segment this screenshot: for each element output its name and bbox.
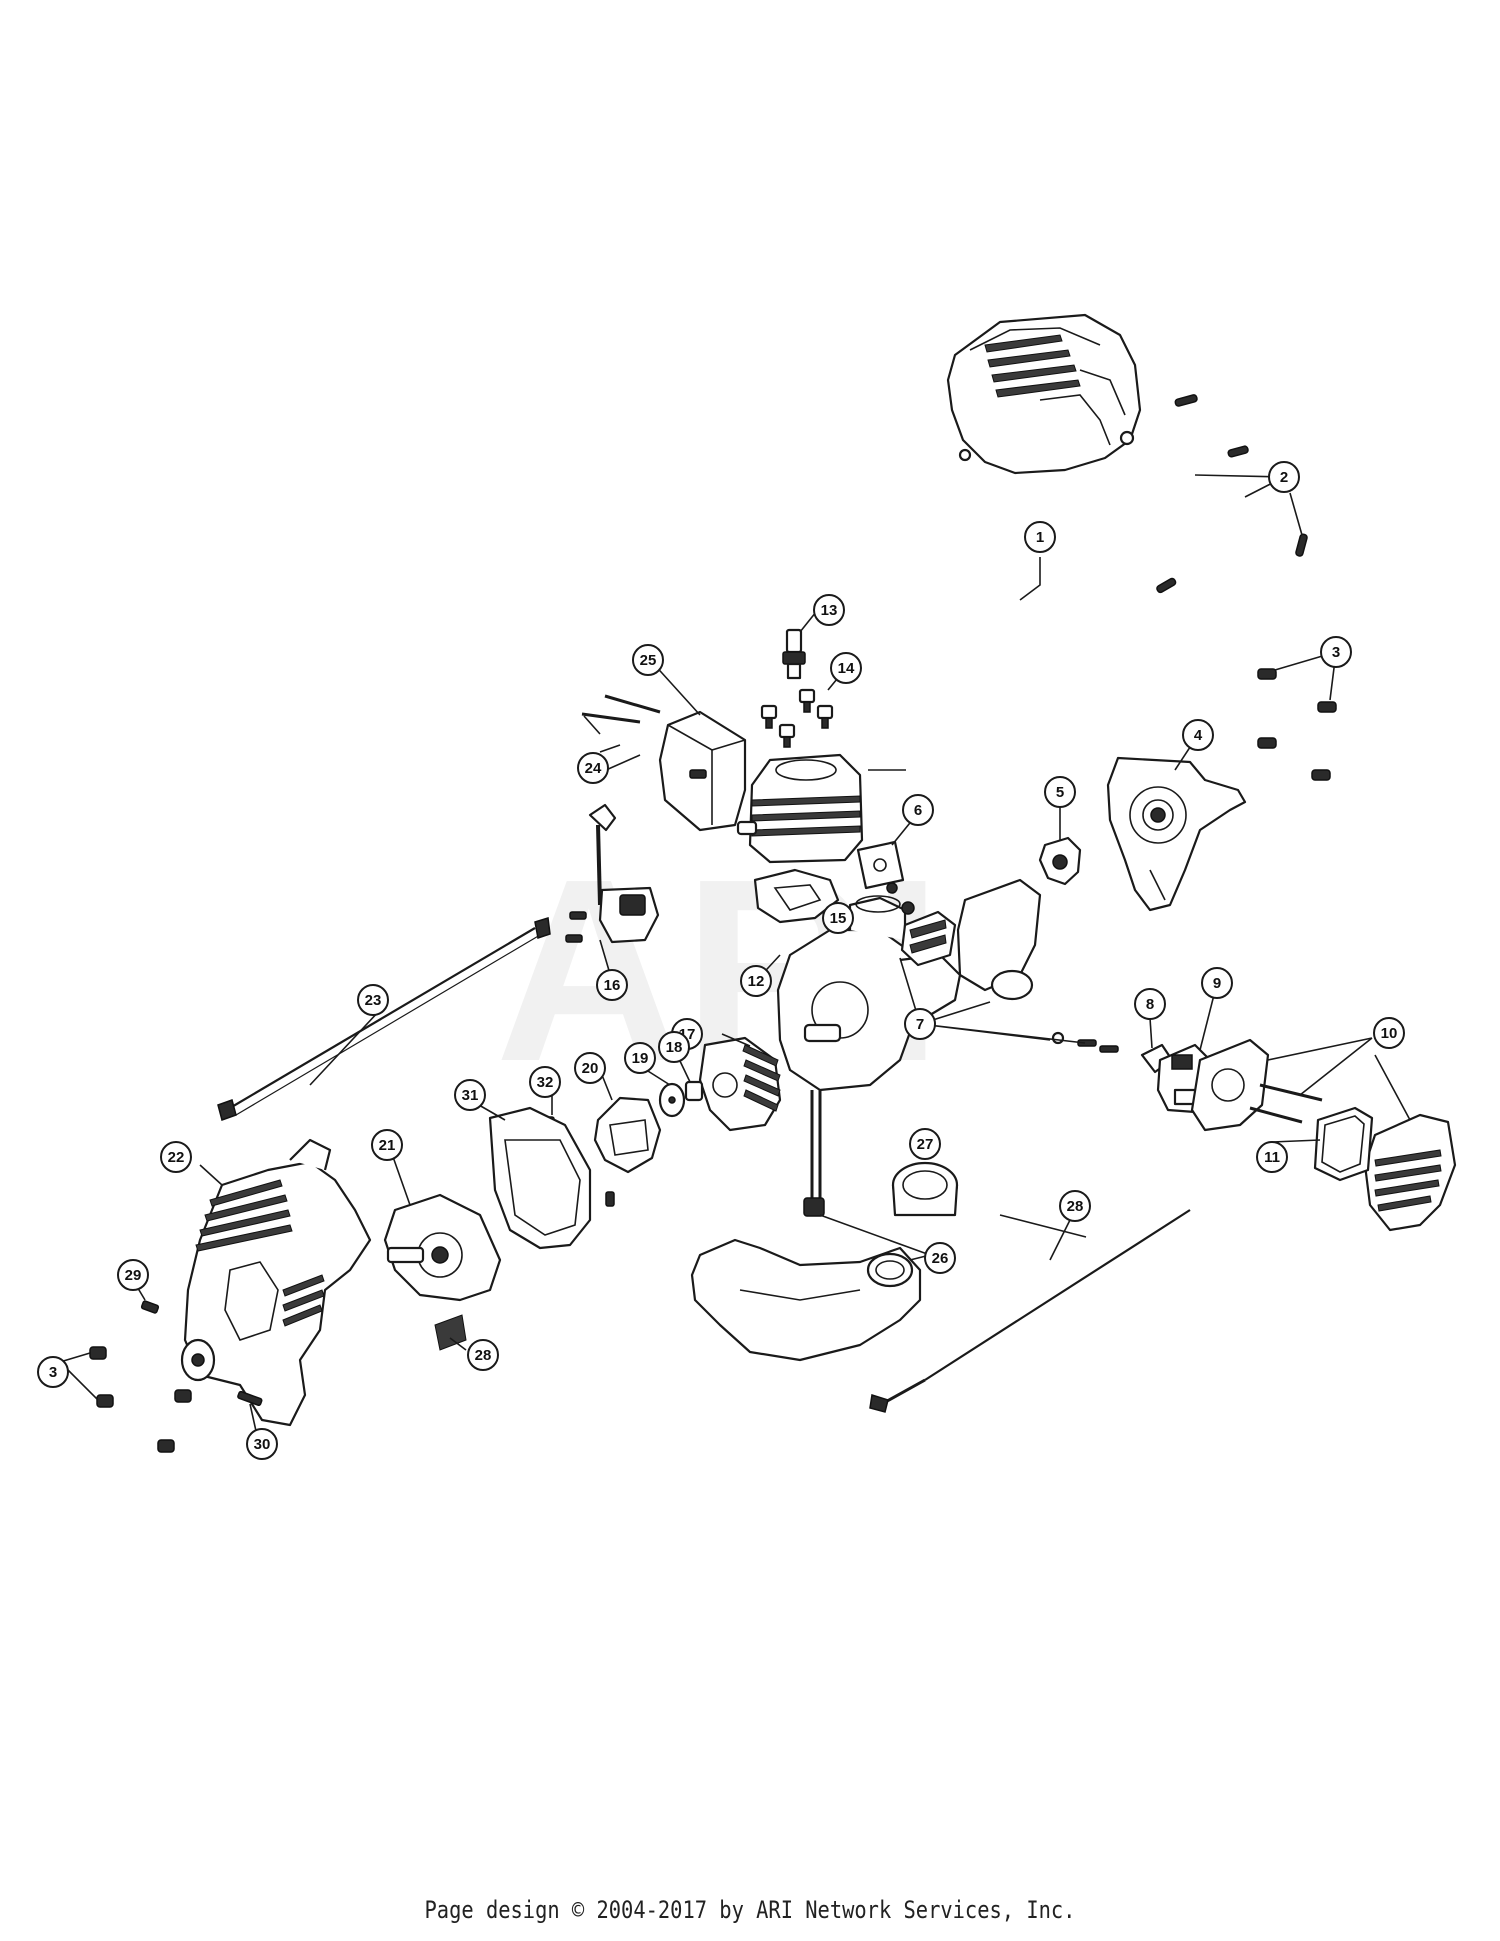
- callout-7: 7: [904, 1008, 936, 1040]
- gasket-part-6: [856, 840, 905, 890]
- screw-part-30: [237, 1390, 263, 1407]
- svg-text:8: 8: [1146, 996, 1154, 1013]
- svg-text:29: 29: [125, 1267, 142, 1284]
- callout-29: 29: [117, 1259, 149, 1291]
- bearing-housing-part: [1106, 756, 1247, 912]
- shield-plate-part: [488, 1106, 592, 1250]
- svg-text:12: 12: [748, 973, 765, 990]
- callout-1: 1: [1024, 521, 1056, 553]
- screw-part-29: [140, 1300, 160, 1314]
- callout-6: 6: [902, 794, 934, 826]
- callout-21: 21: [371, 1129, 403, 1161]
- screw-part-2: [1156, 394, 1308, 594]
- fuel-tank-part: [690, 1090, 922, 1362]
- callout-20: 20: [574, 1052, 606, 1084]
- callout-31: 31: [454, 1079, 486, 1111]
- callout-24: 24: [577, 752, 609, 784]
- cylinder-part: [736, 753, 864, 864]
- callout-11: 11: [1256, 1141, 1288, 1173]
- callout-18: 18: [658, 1031, 690, 1063]
- spark-plug-part: [782, 628, 806, 680]
- clutch-part: [593, 1096, 662, 1174]
- fuel-cap-part: [891, 1161, 959, 1217]
- callout-4: 4: [1182, 719, 1214, 751]
- svg-text:11: 11: [1264, 1149, 1280, 1166]
- intake-part-7: [886, 878, 1119, 1053]
- svg-text:21: 21: [379, 1137, 396, 1154]
- callout-26: 26: [924, 1242, 956, 1274]
- callout-bubbles: 1 2 3 4 5 6 7 8 9 10 11 12 13 14 15 16 1…: [37, 461, 1405, 1460]
- svg-text:5: 5: [1056, 784, 1064, 801]
- callout-8: 8: [1134, 988, 1166, 1020]
- copyright-footer: Page design © 2004-2017 by ARI Network S…: [424, 1896, 1076, 1924]
- svg-text:22: 22: [168, 1149, 185, 1166]
- callout-12: 12: [740, 965, 772, 997]
- svg-text:18: 18: [666, 1039, 683, 1056]
- air-filter-part: [1190, 1038, 1457, 1232]
- svg-text:10: 10: [1381, 1025, 1398, 1042]
- svg-text:20: 20: [582, 1060, 599, 1077]
- ignition-coil-part: [565, 803, 660, 944]
- svg-text:14: 14: [838, 660, 855, 677]
- svg-text:13: 13: [821, 602, 838, 619]
- sleeve-part: [684, 1080, 704, 1102]
- callout-13: 13: [813, 594, 845, 626]
- bolt-part-24: [581, 694, 661, 724]
- svg-text:30: 30: [254, 1436, 271, 1453]
- svg-text:15: 15: [830, 910, 847, 927]
- svg-text:4: 4: [1194, 727, 1203, 744]
- callout-16: 16: [596, 969, 628, 1001]
- callout-32: 32: [529, 1066, 561, 1098]
- callout-28-cable: 28: [1059, 1190, 1091, 1222]
- svg-text:32: 32: [537, 1074, 554, 1091]
- svg-text:28: 28: [1067, 1198, 1084, 1215]
- spring-part: [434, 1314, 467, 1351]
- starter-housing-part: [180, 1138, 372, 1427]
- filter-gasket-part: [1313, 1106, 1374, 1182]
- svg-text:7: 7: [916, 1016, 924, 1033]
- callout-28-spring: 28: [467, 1339, 499, 1371]
- svg-text:6: 6: [914, 802, 922, 819]
- svg-text:25: 25: [640, 652, 657, 669]
- svg-text:3: 3: [49, 1364, 57, 1381]
- muffler-part: [658, 710, 747, 832]
- svg-text:1: 1: [1036, 529, 1044, 546]
- svg-text:27: 27: [917, 1136, 934, 1153]
- callout-5: 5: [1044, 776, 1076, 808]
- callout-25: 25: [632, 644, 664, 676]
- screw-part-14: [760, 688, 834, 748]
- callout-27: 27: [909, 1128, 941, 1160]
- callout-19: 19: [624, 1042, 656, 1074]
- svg-text:31: 31: [462, 1087, 479, 1104]
- svg-text:16: 16: [604, 977, 621, 994]
- svg-text:3: 3: [1332, 644, 1340, 661]
- starter-pulley-part: [383, 1193, 502, 1302]
- svg-text:24: 24: [585, 760, 602, 777]
- bracket-part-5: [1038, 836, 1082, 886]
- callout-14: 14: [830, 652, 862, 684]
- callout-3-lower: 3: [37, 1356, 69, 1388]
- callout-10: 10: [1373, 1017, 1405, 1049]
- callout-2: 2: [1268, 461, 1300, 493]
- washer-part: [658, 1082, 686, 1118]
- callout-30: 30: [246, 1428, 278, 1460]
- screw-part-3-lower: [89, 1346, 192, 1453]
- flywheel-part: [698, 1036, 782, 1132]
- svg-text:26: 26: [932, 1250, 949, 1267]
- svg-text:28: 28: [475, 1347, 492, 1364]
- svg-text:23: 23: [365, 992, 382, 1009]
- callout-23: 23: [357, 984, 389, 1016]
- callout-3-upper: 3: [1320, 636, 1352, 668]
- ground-wire-part: [217, 917, 551, 1121]
- callout-22: 22: [160, 1141, 192, 1173]
- svg-text:2: 2: [1280, 469, 1288, 486]
- screw-part-3-upper: [1257, 668, 1337, 781]
- callout-15: 15: [822, 902, 854, 934]
- svg-text:9: 9: [1213, 975, 1221, 992]
- throttle-cable-part: [869, 1209, 1191, 1413]
- svg-text:19: 19: [632, 1050, 649, 1067]
- callout-9: 9: [1201, 967, 1233, 999]
- engine-cover-part: [946, 313, 1142, 475]
